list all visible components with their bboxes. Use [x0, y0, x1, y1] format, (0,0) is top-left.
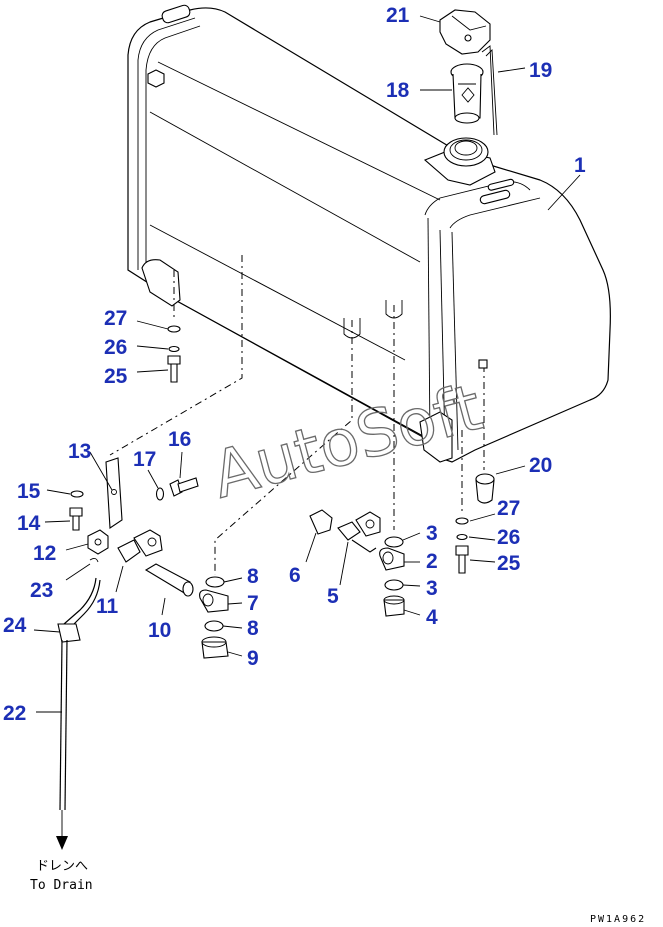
- callout-27-left: 27: [104, 307, 127, 330]
- callout-10: 10: [148, 619, 171, 642]
- clamp-12: [65, 529, 109, 555]
- callout-25-right: 25: [497, 552, 521, 575]
- callout-20: 20: [529, 454, 552, 477]
- filler-neck: [423, 137, 496, 186]
- callout-3-lower: 3: [426, 577, 438, 600]
- fitting-stack-middle: [305, 509, 421, 617]
- callout-5: 5: [327, 585, 339, 608]
- callout-8-lower: 8: [247, 617, 259, 640]
- callout-2: 2: [426, 550, 438, 573]
- washer-17: [155, 487, 165, 501]
- drawing-code: PW1A962: [590, 914, 646, 925]
- callout-12: 12: [33, 542, 56, 565]
- callout-21: 21: [386, 4, 410, 27]
- callout-1: 1: [574, 154, 586, 177]
- cap-part: [419, 9, 491, 55]
- callout-6: 6: [289, 564, 301, 587]
- right-fastener-stack: [455, 430, 496, 574]
- watermark: AutoSoft: [205, 371, 490, 514]
- fuel-tank: [127, 4, 611, 463]
- washer-15: [70, 490, 84, 498]
- callout-18: 18: [386, 79, 410, 102]
- callout-24: 24: [3, 614, 27, 637]
- callout-14: 14: [17, 512, 41, 535]
- callout-17: 17: [133, 448, 156, 471]
- callout-3-upper: 3: [426, 522, 438, 545]
- drain-hose: [33, 577, 101, 850]
- bracket-part: [89, 451, 123, 529]
- wire-part: [481, 45, 526, 136]
- left-fastener-stack: [136, 270, 181, 383]
- bolt-14: [44, 507, 83, 531]
- fitting-stack-left: [199, 576, 243, 659]
- drain-label-en: To Drain: [30, 878, 93, 893]
- callout-19: 19: [529, 59, 552, 82]
- bolt-16: [169, 451, 199, 497]
- callout-7: 7: [247, 592, 259, 615]
- tube-10: [144, 563, 194, 616]
- callout-11: 11: [96, 595, 119, 618]
- clip-23: [89, 557, 99, 563]
- callout-27-right: 27: [497, 497, 520, 520]
- drain-label-jp: ドレンへ: [36, 859, 88, 874]
- callout-13: 13: [68, 440, 91, 463]
- callout-15: 15: [17, 480, 41, 503]
- callout-22: 22: [3, 702, 26, 725]
- callout-26-left: 26: [104, 336, 127, 359]
- callout-4: 4: [426, 606, 438, 629]
- callout-23: 23: [30, 579, 53, 602]
- strainer-part: [420, 63, 484, 124]
- elbow-11: [115, 529, 163, 593]
- callout-labels: 1 2 3 3 4 5 6 7 8 8 9 10 11 12 13 14 15 …: [3, 4, 586, 725]
- plug-part: [475, 465, 526, 504]
- callout-9: 9: [247, 647, 259, 670]
- callout-16: 16: [168, 428, 191, 451]
- callout-8-upper: 8: [247, 565, 259, 588]
- callout-25-left: 25: [104, 365, 128, 388]
- callout-26-right: 26: [497, 526, 520, 549]
